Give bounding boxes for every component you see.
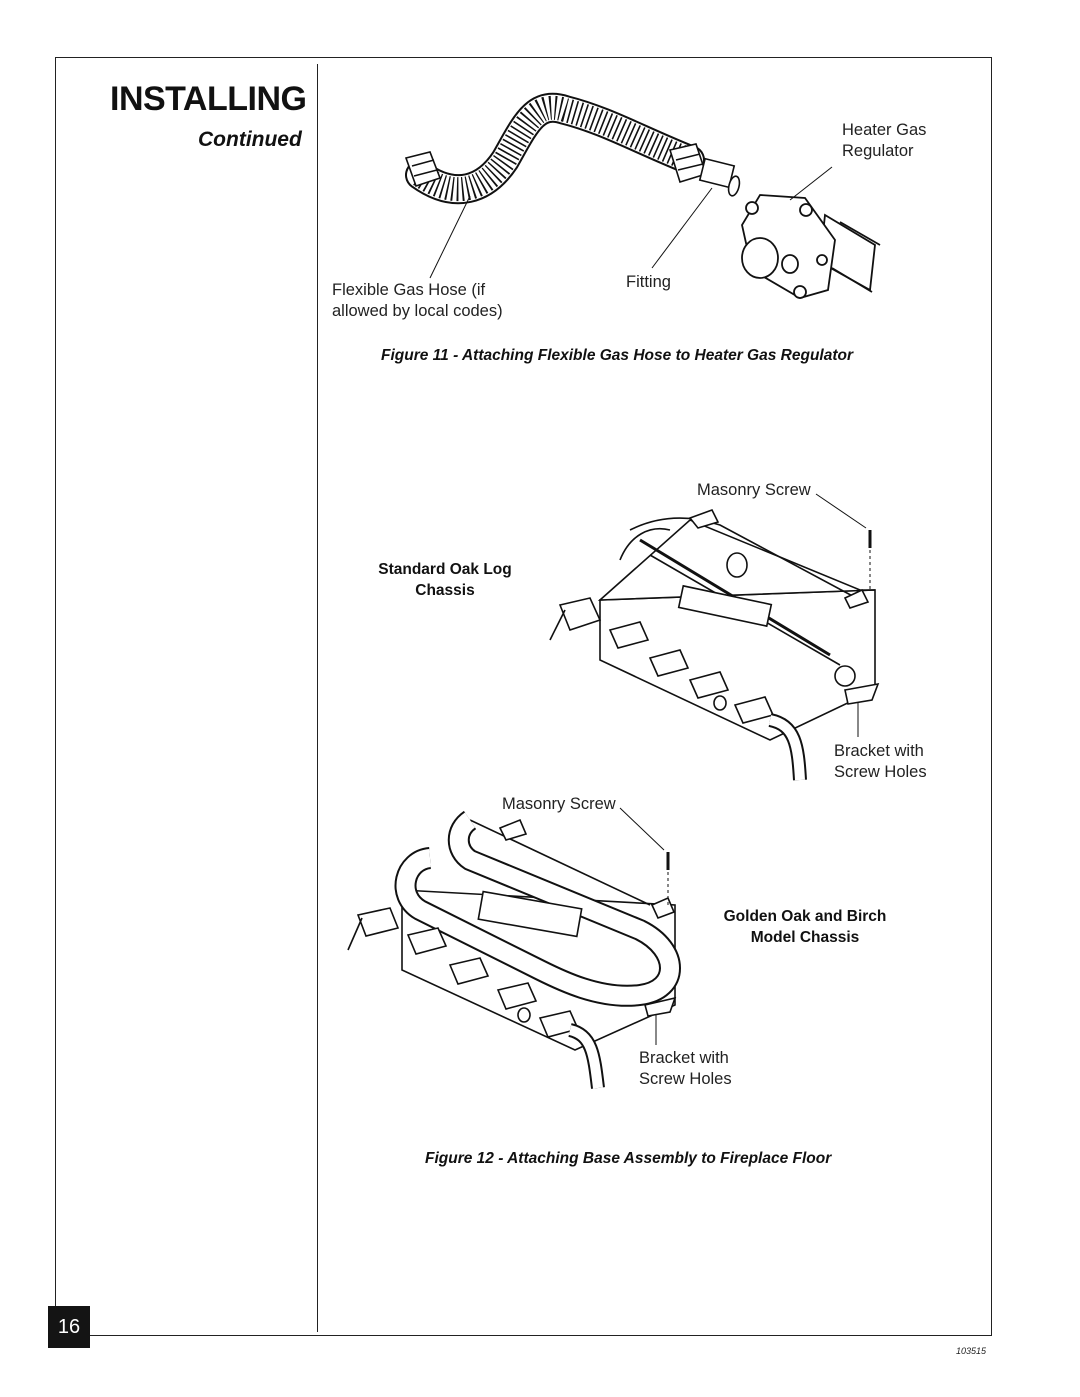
figure12-top-leader-lines <box>815 493 867 737</box>
label-flexible-gas-hose: Flexible Gas Hose (if <box>332 281 486 299</box>
label-golden-oak-birch: Golden Oak and Birch <box>723 908 887 925</box>
label-bracket-with-bottom: Bracket with <box>639 1049 729 1067</box>
standard-oak-log-chassis-drawing <box>549 509 880 781</box>
figure11-caption: Figure 11 - Attaching Flexible Gas Hose … <box>381 347 854 364</box>
label-fitting: Fitting <box>626 273 671 291</box>
flexible-gas-hose-drawing <box>404 93 741 205</box>
label-masonry-screw-bottom: Masonry Screw <box>502 795 616 813</box>
label-model-chassis: Model Chassis <box>750 929 860 946</box>
figure11-leader-lines <box>429 166 833 279</box>
label-standard-oak-log: Standard Oak Log <box>378 561 512 578</box>
label-regulator: Regulator <box>842 142 914 160</box>
label-standard-chassis: Chassis <box>415 582 475 599</box>
section-title: INSTALLING <box>110 80 307 118</box>
label-masonry-screw-top: Masonry Screw <box>697 481 811 499</box>
page-border <box>55 57 992 1336</box>
label-allowed-by-local-codes: allowed by local codes) <box>332 302 503 320</box>
section-subtitle: Continued <box>198 128 302 151</box>
heater-gas-regulator-drawing <box>741 194 881 299</box>
document-number: 103515 <box>956 1346 987 1356</box>
column-divider <box>317 64 318 1332</box>
label-heater-gas: Heater Gas <box>842 121 927 139</box>
page-number: 16 <box>48 1306 90 1348</box>
golden-oak-birch-chassis-drawing <box>347 810 681 1089</box>
label-screw-holes-top: Screw Holes <box>834 763 927 781</box>
label-screw-holes-bottom: Screw Holes <box>639 1070 732 1088</box>
figure12-caption: Figure 12 - Attaching Base Assembly to F… <box>425 1150 832 1167</box>
figure12-bottom-leader-lines <box>619 807 665 1045</box>
label-bracket-with-top: Bracket with <box>834 742 924 760</box>
